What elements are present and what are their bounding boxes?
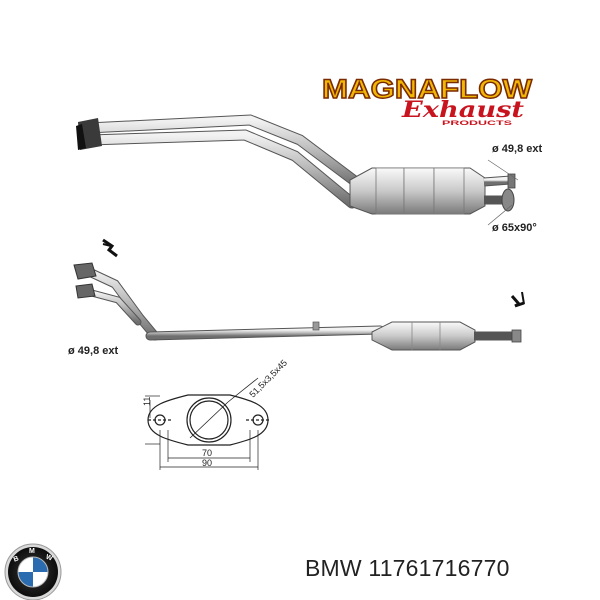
product-title: BMW 11761716770 — [305, 555, 510, 582]
svg-text:W: W — [45, 554, 54, 563]
upper-flange-diameter-label: ø 65x90° — [492, 222, 537, 234]
gasket-icon — [102, 238, 118, 258]
outer-width-label: 90 — [202, 458, 212, 468]
upper-exhaust-assembly — [76, 114, 519, 226]
lower-exhaust-assembly — [73, 238, 525, 351]
upper-catalytic-converter — [349, 167, 486, 215]
inner-width-label: 70 — [202, 448, 212, 458]
height-dimension-label: 11 — [142, 397, 152, 406]
part-number: 11761716770 — [368, 555, 510, 581]
svg-text:M: M — [29, 548, 35, 555]
lower-catalytic-converter — [371, 321, 476, 351]
bmw-logo-icon: B M W — [4, 543, 62, 600]
bolt-dimension-label: 51,5x3,5x45 — [247, 358, 289, 400]
maker-name: BMW — [305, 555, 362, 581]
logo-sub-text: PRODUCTS — [442, 121, 512, 127]
logo-script-text: Exhaust — [401, 97, 524, 123]
svg-text:B: B — [13, 555, 20, 563]
gasket-icon — [510, 291, 525, 308]
lower-inlet-diameter-label: ø 49,8 ext — [68, 345, 119, 357]
magnaflow-logo-icon: MAGNAFLOW Exhaust PRODUCTS — [321, 73, 533, 127]
logo-brand-text: MAGNAFLOW — [322, 74, 533, 104]
flange-drawing — [145, 377, 270, 470]
upper-outlet-diameter-label: ø 49,8 ext — [492, 143, 543, 155]
